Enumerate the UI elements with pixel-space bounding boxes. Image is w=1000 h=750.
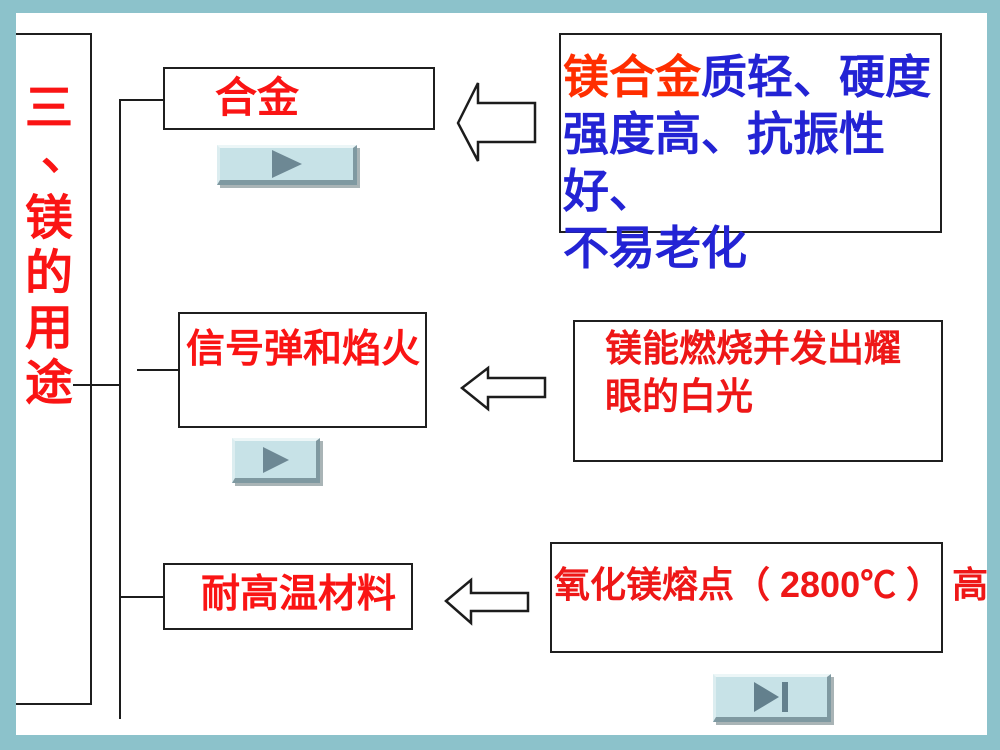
note-melting-point: 氧化镁熔点（ 2800℃ ） 高 bbox=[550, 542, 989, 653]
left-arrow-icon bbox=[456, 82, 537, 162]
node-heat-resistant-label: 耐高温材料 bbox=[201, 573, 397, 616]
node-alloy-label: 合金 bbox=[215, 74, 300, 121]
note-burning-light: 镁能燃烧并发出耀 眼的白光 bbox=[573, 320, 943, 462]
connector-line-alloy bbox=[119, 99, 165, 101]
skip-to-end-icon bbox=[753, 682, 788, 712]
play-icon bbox=[262, 446, 289, 473]
title-char: 、 bbox=[40, 127, 89, 180]
left-arrow-icon bbox=[444, 577, 530, 626]
title-char: 的 bbox=[24, 247, 73, 300]
connector-line-heat bbox=[119, 596, 165, 598]
skip-to-end-button[interactable] bbox=[713, 674, 831, 722]
slide-title-box: 三 、 镁 的 用 途 bbox=[0, 33, 92, 705]
title-char: 镁 bbox=[24, 192, 73, 245]
node-signal-flare-label: 信号弹和焰火 bbox=[186, 328, 421, 371]
note-melting-point-text: 氧化镁熔点（ 2800℃ ） 高 bbox=[554, 564, 989, 605]
connector-line-title bbox=[73, 384, 121, 386]
page-title: 三 、 镁 的 用 途 bbox=[2, 35, 90, 411]
play-button-flare[interactable] bbox=[232, 438, 320, 483]
note-alloy-highlight: 镁合金 bbox=[563, 51, 701, 103]
node-heat-resistant: 耐高温材料 bbox=[163, 563, 413, 630]
play-icon bbox=[271, 150, 302, 178]
connector-line-flare bbox=[137, 369, 180, 371]
note-alloy-text: 镁合金质轻、硬度 强度高、抗振性好、 不易老化 bbox=[563, 49, 938, 277]
title-char: 途 bbox=[24, 357, 73, 410]
note-alloy-properties: 镁合金质轻、硬度 强度高、抗振性好、 不易老化 bbox=[559, 33, 942, 274]
note-alloy-body: 质轻、硬度 强度高、抗振性好、 不易老化 bbox=[563, 51, 931, 274]
play-button-alloy[interactable] bbox=[217, 145, 357, 185]
note-burning-light-text: 镁能燃烧并发出耀 眼的白光 bbox=[605, 329, 901, 418]
title-char: 三 bbox=[24, 82, 73, 135]
connector-line-trunk bbox=[119, 99, 121, 719]
node-alloy: 合金 bbox=[163, 67, 435, 130]
title-char: 用 bbox=[24, 302, 73, 355]
left-arrow-icon bbox=[459, 365, 547, 412]
node-signal-flare: 信号弹和焰火 bbox=[178, 312, 427, 428]
